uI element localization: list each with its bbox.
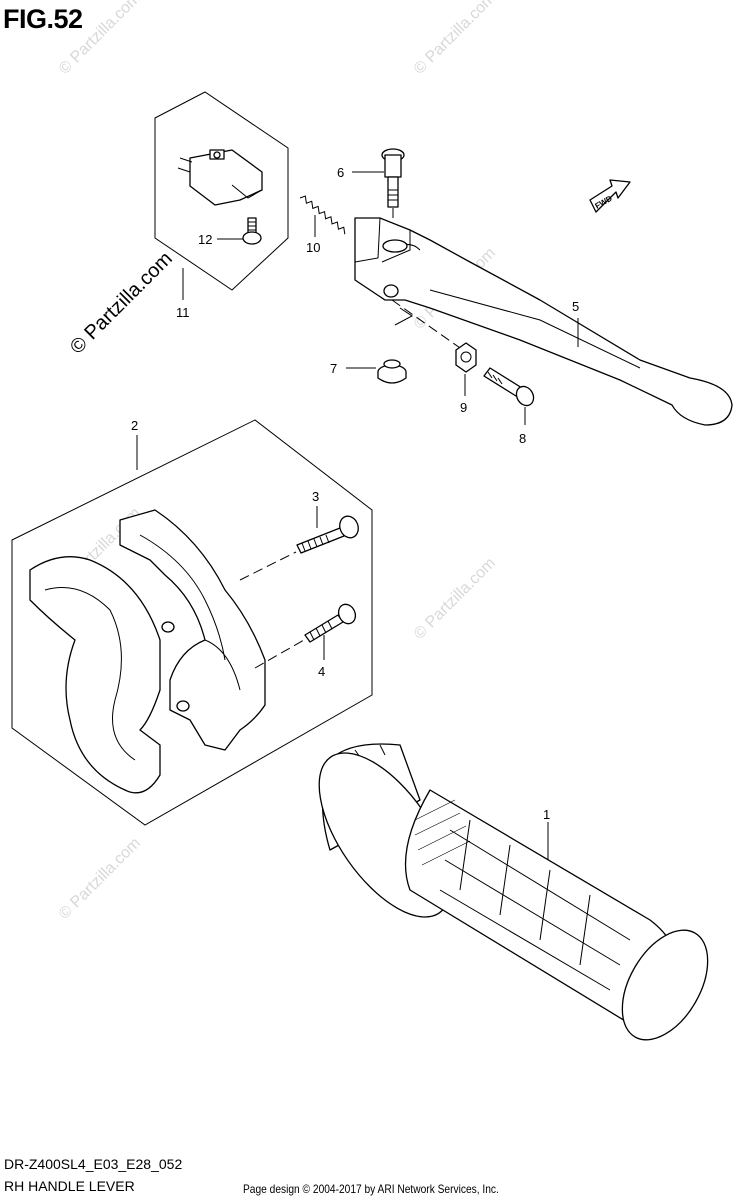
callout-4: 4 [318, 664, 325, 679]
watermark: © Partzilla.com [411, 555, 499, 643]
spring-10-part: 10 [299, 195, 346, 255]
screw-4-part: 4 [254, 603, 357, 679]
model-code: DR-Z400SL4_E03_E28_052 [4, 1156, 183, 1172]
watermark: © Partzilla.com [56, 0, 144, 78]
copyright-notice: Page design © 2004-2017 by ARI Network S… [243, 1182, 499, 1196]
bolt-8-part: 8 [483, 367, 535, 446]
switch-assembly-group: 12 11 [154, 91, 289, 320]
callout-7: 7 [330, 361, 337, 376]
watermark: © Partzilla.com [56, 835, 144, 923]
callout-10: 10 [306, 240, 320, 255]
callout-8: 8 [519, 431, 526, 446]
pivot-bolt-6-part: 6 [337, 148, 405, 245]
bracket-right-part [119, 509, 266, 751]
clutch-lever-5-part: 5 [354, 217, 733, 426]
callout-1: 1 [543, 807, 550, 822]
figure-title: FIG.52 [3, 4, 83, 34]
group-outline-11 [154, 91, 289, 291]
screw-3-part: 3 [239, 489, 359, 581]
nut-7-part: 7 [330, 359, 407, 384]
callout-5: 5 [572, 299, 579, 314]
callout-2: 2 [131, 418, 138, 433]
screw-12-part [242, 217, 262, 245]
callout-11: 11 [176, 305, 190, 320]
nut-9-part: 9 [455, 342, 477, 415]
clutch-switch-part [189, 149, 263, 206]
grip-1-part: 1 [318, 743, 709, 1041]
callout-12: 12 [198, 232, 212, 247]
watermark-dark: © Partzilla.com [66, 248, 177, 359]
fwd-arrow-icon: FWD [589, 179, 631, 213]
watermark: © Partzilla.com [411, 0, 499, 78]
callout-6: 6 [337, 165, 344, 180]
callout-3: 3 [312, 489, 319, 504]
group-outline-2 [11, 419, 373, 826]
clamp-left-part [29, 556, 161, 794]
bracket-group: 2 [11, 418, 373, 826]
section-name: RH HANDLE LEVER [4, 1178, 135, 1194]
grip-pattern [414, 799, 631, 991]
callout-9: 9 [460, 400, 467, 415]
